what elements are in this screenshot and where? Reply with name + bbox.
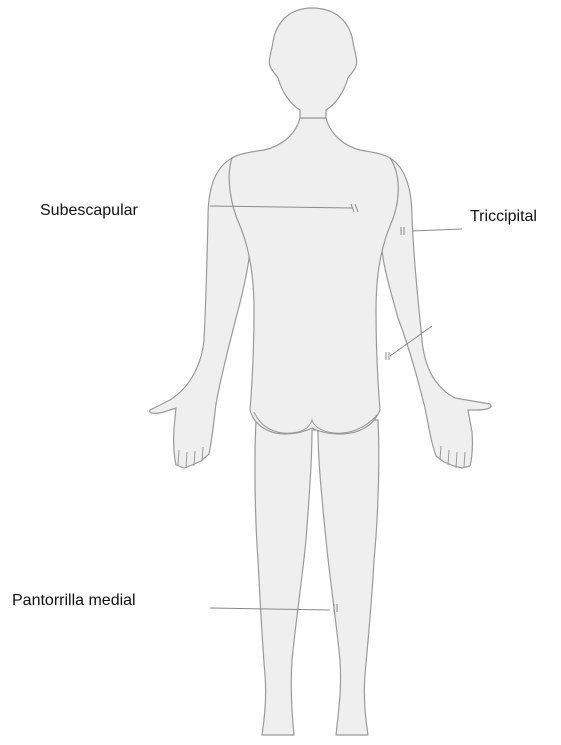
right-arm bbox=[382, 158, 491, 468]
triccipital-leader bbox=[412, 229, 462, 231]
label-triccipital: Triccipital bbox=[470, 209, 537, 225]
head bbox=[269, 8, 356, 118]
human-body-silhouette bbox=[150, 8, 491, 735]
label-pantorrilla-medial: Pantorrilla medial bbox=[12, 593, 136, 609]
legs bbox=[255, 420, 379, 735]
abdominal-mark bbox=[386, 352, 389, 360]
label-subescapular: Subescapular bbox=[40, 203, 138, 219]
torso bbox=[229, 118, 398, 434]
